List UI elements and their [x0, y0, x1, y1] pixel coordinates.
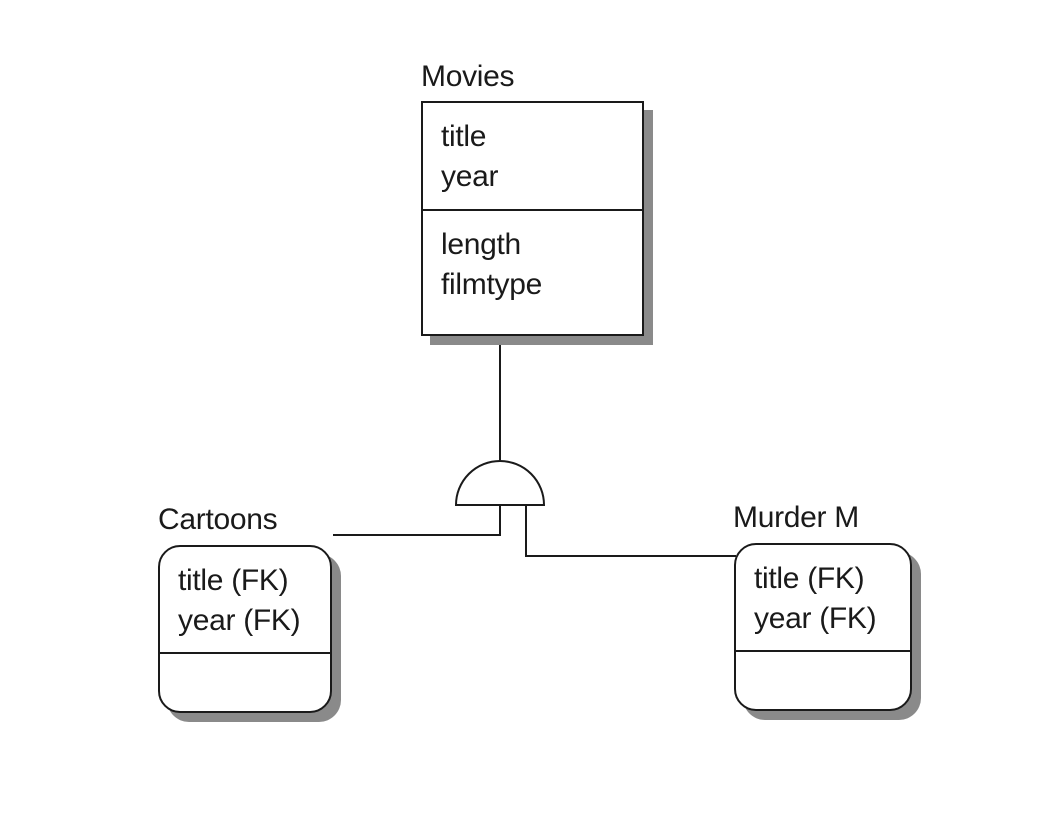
- movies-key-area: title year: [423, 103, 642, 211]
- cartoons-key-title: title (FK): [178, 564, 289, 597]
- movies-attribute-area: length filmtype: [423, 211, 642, 305]
- cartoons-entity-title: Cartoons: [158, 503, 278, 536]
- movies-key-year: year: [441, 160, 499, 193]
- movies-attr-length: length: [441, 228, 521, 261]
- movies-attr-filmtype: filmtype: [441, 268, 542, 301]
- cartoons-key-area: title (FK) year (FK): [160, 547, 330, 654]
- murder-entity-title: Murder M: [733, 501, 859, 534]
- murder-key-title: title (FK): [754, 562, 865, 595]
- subtype-symbol-icon: [454, 460, 546, 506]
- murder-key-area: title (FK) year (FK): [736, 545, 910, 652]
- murder-entity[interactable]: title (FK) year (FK): [734, 543, 912, 711]
- murder-attribute-area: [736, 652, 910, 666]
- subtype-to-cartoons-line: [333, 505, 501, 536]
- murder-key-year: year (FK): [754, 602, 877, 635]
- cartoons-key-year: year (FK): [178, 604, 301, 637]
- cartoons-entity[interactable]: title (FK) year (FK): [158, 545, 332, 713]
- subtype-to-murder-line: [525, 505, 736, 557]
- movies-entity-title: Movies: [421, 60, 515, 93]
- cartoons-attribute-area: [160, 654, 330, 668]
- movies-entity[interactable]: title year length filmtype: [421, 101, 644, 336]
- movies-key-title: title: [441, 120, 487, 153]
